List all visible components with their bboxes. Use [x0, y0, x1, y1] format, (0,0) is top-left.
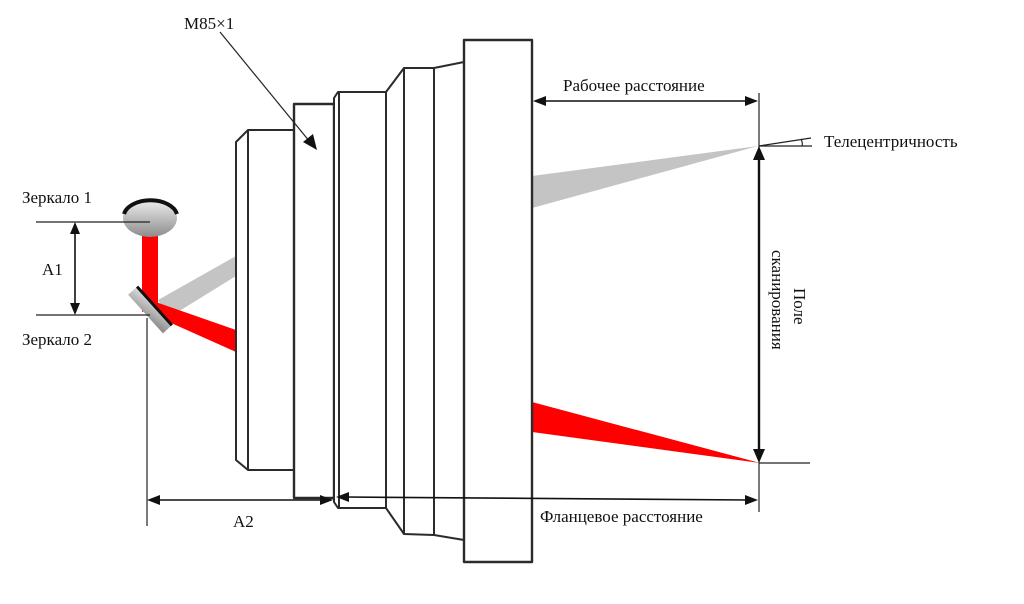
flange-arrow-left — [336, 492, 349, 502]
laser-beam-in — [142, 226, 158, 312]
laser-focus-beam — [532, 402, 760, 463]
lens-housing — [235, 38, 534, 564]
a2-arrow-left — [147, 495, 160, 505]
a2-label: A2 — [233, 512, 254, 531]
lens-segment-3 — [333, 91, 387, 509]
scan-field-arrow-bottom — [753, 449, 765, 463]
a2-arrow-right — [320, 495, 333, 505]
telecentric-ray-line — [758, 137, 812, 147]
thread-leader-arrowhead — [303, 134, 317, 150]
mirror-1 — [122, 198, 179, 237]
lens-segment-2-thread — [292, 102, 336, 500]
scan-field-arrow-top — [753, 146, 765, 160]
working-arrow-left — [533, 96, 546, 106]
mirror-2 — [128, 285, 173, 334]
mirror2-label: Зеркало 2 — [22, 330, 92, 349]
thread-label: M85×1 — [184, 14, 234, 33]
lens-flange — [462, 38, 534, 564]
telecentric-angle-arc — [800, 138, 803, 147]
thread-leader-line — [219, 31, 311, 143]
laser-beam-out — [150, 300, 236, 352]
telecentricity-label: Телецентричность — [824, 132, 958, 151]
scan-field-label-line1: Поле — [790, 288, 809, 325]
flange-arrow-right — [745, 495, 758, 505]
flange-distance-label: Фланцевое расстояние — [540, 507, 703, 526]
return-beam-outer — [532, 146, 758, 208]
a1-arrow-bottom — [70, 303, 80, 315]
working-distance-label: Рабочее расстояние — [563, 76, 705, 95]
a1-arrow-top — [70, 222, 80, 234]
return-beam-inner — [158, 256, 236, 318]
working-arrow-right — [745, 96, 758, 106]
mirror1-label: Зеркало 1 — [22, 188, 92, 207]
flange-dim-line — [344, 496, 751, 501]
lens-segment-4 — [385, 61, 465, 541]
a1-label: A1 — [42, 260, 63, 279]
lens-segment-1 — [235, 129, 295, 471]
scan-field-label-line2: сканирования — [768, 250, 787, 350]
